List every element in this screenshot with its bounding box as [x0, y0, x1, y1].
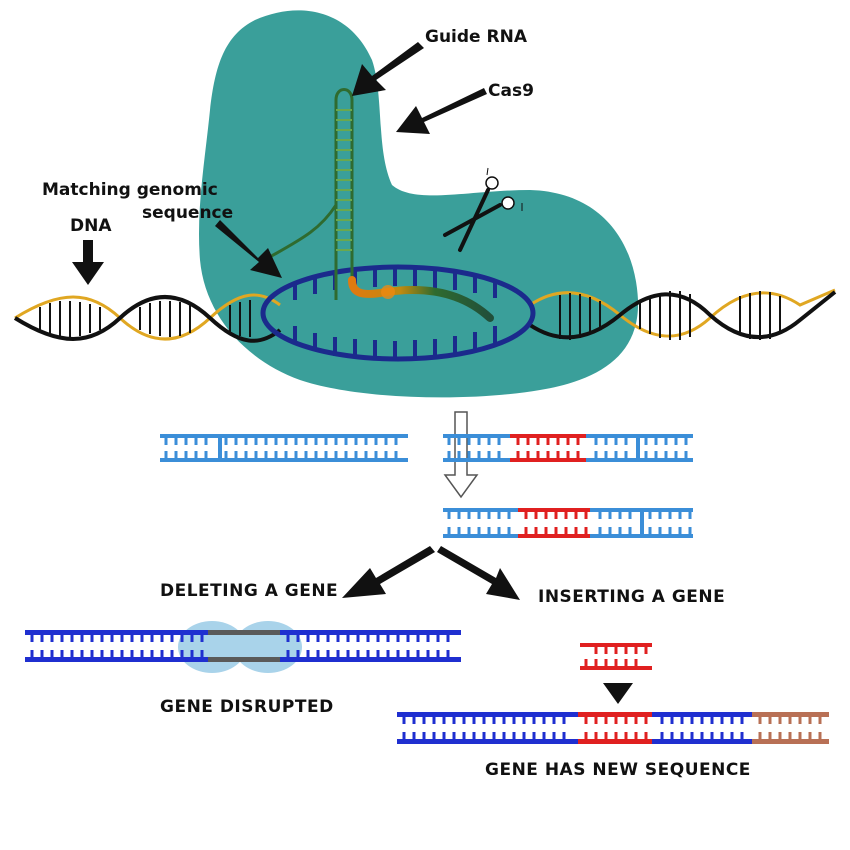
- cut-dna-strand-right: [443, 434, 693, 462]
- matching-genomic-label-line2: sequence: [142, 203, 233, 223]
- arrow-icon: [342, 546, 435, 598]
- dna-label: DNA: [70, 216, 112, 236]
- gene-disrupted-label: GENE DISRUPTED: [160, 697, 334, 717]
- cut-dna-strand-left: [160, 434, 408, 462]
- arrow-icon: [72, 240, 104, 285]
- arrow-icon: [215, 220, 282, 278]
- repaired-dna-strand: [443, 508, 693, 538]
- hollow-down-arrow-icon: [443, 411, 479, 499]
- guide-rna-label: Guide RNA: [425, 27, 528, 47]
- arrow-icon: [396, 88, 487, 134]
- gene-new-sequence-label: GENE HAS NEW SEQUENCE: [485, 760, 751, 780]
- guide-rna: [267, 88, 494, 322]
- dna-helix-left: [13, 293, 282, 343]
- new-sequence-strand: [397, 712, 829, 744]
- inserting-gene-label: INSERTING A GENE: [538, 587, 725, 607]
- deleting-gene-label: DELETING A GENE: [160, 581, 338, 601]
- arrow-icon: [437, 546, 520, 600]
- triangle-down-icon: [603, 683, 633, 704]
- deleted-gene-strand: [25, 621, 461, 673]
- arrow-icon: [352, 42, 424, 96]
- cas9-label: Cas9: [488, 81, 534, 101]
- dna-helix-right: [528, 288, 837, 340]
- insert-fragment: [580, 643, 652, 670]
- matching-genomic-label-line1: Matching genomic: [42, 180, 218, 200]
- scissors-icon: [443, 167, 523, 252]
